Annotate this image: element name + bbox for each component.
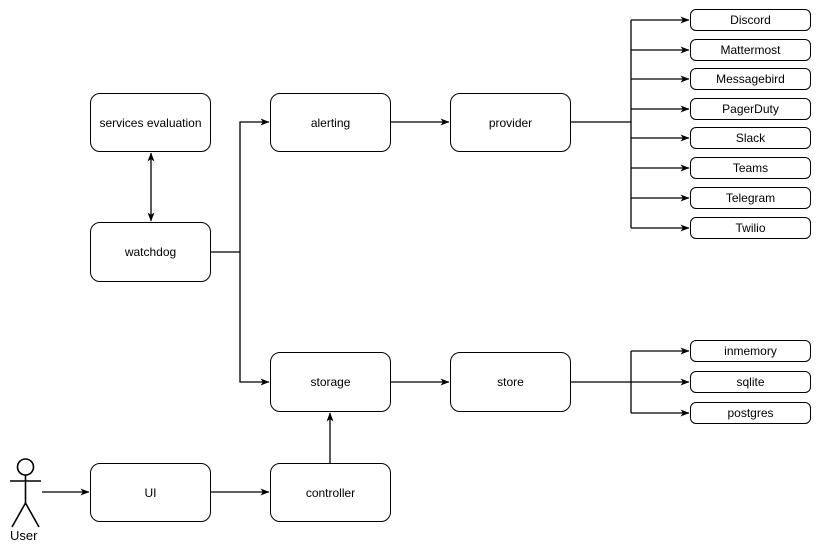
- node-provider-target-teams[interactable]: Teams: [690, 157, 811, 179]
- node-provider-target-telegram-label: Telegram: [725, 191, 776, 205]
- node-storage[interactable]: storage: [270, 352, 391, 412]
- node-services-evaluation-label: services evaluation: [99, 115, 202, 130]
- actor-leg-right-line: [24, 502, 40, 528]
- node-services-evaluation[interactable]: services evaluation: [90, 93, 211, 152]
- node-provider-target-pagerduty-label: PagerDuty: [722, 102, 779, 116]
- node-provider-target-slack[interactable]: Slack: [690, 127, 811, 149]
- node-store[interactable]: store: [450, 352, 571, 412]
- node-provider-target-discord[interactable]: Discord: [690, 9, 811, 31]
- edge-watchdog-to-storage: [239, 252, 270, 386]
- node-store-target-postgres-label: postgres: [727, 406, 774, 420]
- user-actor-label: User: [10, 528, 38, 543]
- user-actor-icon: [10, 458, 41, 528]
- node-watchdog[interactable]: watchdog: [90, 222, 211, 282]
- node-provider-target-twilio[interactable]: Twilio: [690, 217, 811, 239]
- node-provider-target-messagebird-label: Messagebird: [716, 72, 785, 86]
- node-controller-label: controller: [305, 485, 356, 500]
- node-ui-label: UI: [144, 485, 157, 500]
- actor-leg-left-line: [11, 502, 27, 528]
- node-store-target-sqlite-label: sqlite: [736, 375, 765, 389]
- node-provider-target-slack-label: Slack: [735, 131, 766, 145]
- node-provider-target-discord-label: Discord: [730, 13, 771, 27]
- node-storage-label: storage: [310, 375, 351, 389]
- node-provider[interactable]: provider: [450, 93, 571, 152]
- actor-head-icon: [16, 458, 35, 476]
- node-controller[interactable]: controller: [270, 463, 391, 522]
- node-store-target-inmemory[interactable]: inmemory: [690, 340, 811, 362]
- node-ui[interactable]: UI: [90, 463, 211, 522]
- node-provider-label: provider: [488, 115, 533, 130]
- node-provider-target-mattermost[interactable]: Mattermost: [690, 39, 811, 61]
- node-store-label: store: [497, 375, 524, 389]
- node-provider-target-telegram[interactable]: Telegram: [690, 187, 811, 209]
- node-provider-target-mattermost-label: Mattermost: [720, 43, 781, 57]
- node-store-target-inmemory-label: inmemory: [724, 344, 777, 358]
- node-store-target-sqlite[interactable]: sqlite: [690, 371, 811, 393]
- node-provider-target-pagerduty[interactable]: PagerDuty: [690, 98, 811, 120]
- node-store-target-postgres[interactable]: postgres: [690, 402, 811, 424]
- node-watchdog-label: watchdog: [124, 245, 177, 259]
- node-alerting[interactable]: alerting: [270, 93, 391, 152]
- node-alerting-label: alerting: [310, 115, 351, 130]
- node-provider-target-twilio-label: Twilio: [735, 221, 766, 235]
- edge-watchdog-to-alerting: [239, 118, 270, 252]
- node-provider-target-messagebird[interactable]: Messagebird: [690, 68, 811, 90]
- node-provider-target-teams-label: Teams: [732, 161, 769, 175]
